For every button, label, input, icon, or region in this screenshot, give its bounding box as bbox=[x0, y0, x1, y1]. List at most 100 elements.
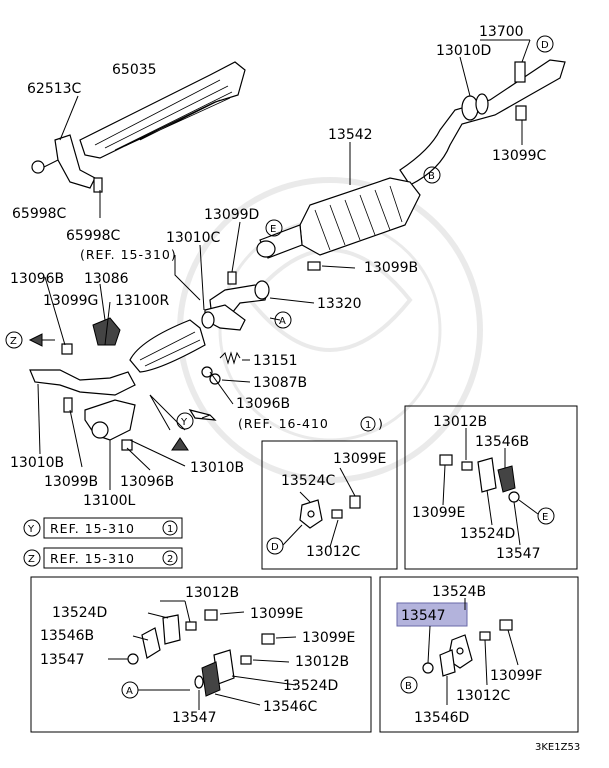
highlight-13547 bbox=[396, 602, 468, 627]
svg-text:A: A bbox=[126, 686, 133, 697]
hanger-13524D-bottom[interactable] bbox=[162, 614, 181, 645]
bolt-13099D[interactable] bbox=[227, 271, 237, 285]
label-13087B: 13087B bbox=[253, 375, 307, 391]
label-13096B-mid: 13096B bbox=[236, 396, 290, 412]
ref-16-410[interactable]: (REF. 16-410 bbox=[238, 416, 329, 431]
bracket-62513C[interactable] bbox=[54, 134, 96, 189]
bolt-13099F[interactable] bbox=[499, 619, 513, 631]
gasket-13096B-bottom[interactable] bbox=[121, 439, 133, 451]
spring-13151[interactable] bbox=[219, 351, 241, 365]
svg-text:A: A bbox=[279, 316, 286, 327]
manifold-13100L[interactable] bbox=[84, 399, 136, 441]
label-13010B-left: 13010B bbox=[10, 455, 64, 471]
ref-box-y[interactable]: Y REF. 15-310 1 bbox=[23, 517, 183, 539]
svg-text:): ) bbox=[378, 416, 384, 431]
gasket-13099B-left[interactable] bbox=[63, 397, 73, 413]
label-mid-13099E: 13099E bbox=[333, 451, 386, 467]
bushing-13012B-right[interactable] bbox=[461, 461, 473, 471]
bracket-13546B-right[interactable] bbox=[497, 465, 516, 493]
label-13099D: 13099D bbox=[204, 207, 259, 223]
label-right-13524D: 13524D bbox=[460, 526, 515, 542]
marker-e-top: E bbox=[265, 219, 283, 237]
washer-13547-bottom-b[interactable] bbox=[194, 675, 204, 689]
label-right-13546B: 13546B bbox=[475, 434, 529, 450]
marker-e-right: E bbox=[537, 507, 555, 525]
bracket-13546B-bottom[interactable] bbox=[141, 627, 161, 659]
hanger-13524D-right[interactable] bbox=[477, 457, 497, 493]
label-13096B: 13096B bbox=[10, 271, 64, 287]
heat-shield-65035[interactable] bbox=[79, 61, 246, 159]
svg-text:Z: Z bbox=[10, 336, 17, 347]
ref-16-410-number: 1 bbox=[365, 420, 371, 431]
front-pipe-13320[interactable] bbox=[204, 280, 270, 331]
marker-a-bottom: A bbox=[121, 681, 139, 699]
sensor-ref-16-410[interactable] bbox=[188, 409, 217, 421]
detail-box-bottom-left bbox=[30, 576, 372, 733]
washer-13547-bottom-a[interactable] bbox=[127, 653, 139, 665]
washer-13547-right[interactable] bbox=[508, 491, 520, 503]
marker-y-main: Y bbox=[176, 412, 194, 430]
label-13086: 13086 bbox=[84, 271, 129, 287]
marker-d-mid: D bbox=[266, 537, 284, 555]
label-bl-13524D-b: 13524D bbox=[283, 678, 338, 694]
bolt-65998C-bottom[interactable] bbox=[93, 177, 103, 193]
label-bl-13547-a: 13547 bbox=[40, 652, 85, 668]
ref-z-text: REF. 15-310 bbox=[50, 551, 135, 566]
label-13010C: 13010C bbox=[166, 230, 221, 246]
svg-text:Y: Y bbox=[180, 417, 188, 428]
bolt-13099E-right[interactable] bbox=[439, 454, 453, 466]
bushing-13012B-bottom-b[interactable] bbox=[240, 655, 252, 665]
nut-13087B[interactable] bbox=[201, 366, 221, 385]
bolt-65998C-left[interactable] bbox=[31, 159, 59, 174]
label-right-13012B: 13012B bbox=[433, 414, 487, 430]
gasket-13010D[interactable] bbox=[461, 93, 489, 121]
tail-pipe-13700[interactable] bbox=[399, 59, 566, 186]
bracket-13546C[interactable] bbox=[201, 661, 221, 697]
label-13700: 13700 bbox=[479, 24, 524, 40]
svg-text:D: D bbox=[541, 40, 549, 51]
label-bl-13546C: 13546C bbox=[263, 699, 318, 715]
bushing-13012C-br[interactable] bbox=[479, 631, 491, 641]
label-13320: 13320 bbox=[317, 296, 362, 312]
washer-13547-highlight-part[interactable] bbox=[422, 662, 434, 674]
label-13010D: 13010D bbox=[436, 43, 491, 59]
gasket-13099B-top[interactable] bbox=[256, 240, 321, 271]
leader-lines bbox=[28, 39, 531, 490]
ref-y-text: REF. 15-310 bbox=[50, 521, 135, 536]
svg-text:B: B bbox=[428, 171, 435, 182]
label-bl-13547-b: 13547 bbox=[172, 710, 217, 726]
label-right-13099E: 13099E bbox=[412, 505, 465, 521]
label-bl-13099E-b: 13099E bbox=[302, 630, 355, 646]
gasket-13010C[interactable] bbox=[201, 311, 215, 329]
label-13100L: 13100L bbox=[83, 493, 136, 509]
bushing-13012C-mid[interactable] bbox=[331, 509, 343, 519]
label-13010B-right: 13010B bbox=[190, 460, 244, 476]
bracket-13546D[interactable] bbox=[439, 649, 456, 677]
bolt-13099E-bottom-b[interactable] bbox=[261, 633, 275, 645]
svg-text:D: D bbox=[271, 542, 279, 553]
label-br-13547-highlight[interactable]: 13547 bbox=[401, 608, 446, 624]
gasket-13096B-left[interactable] bbox=[61, 343, 73, 355]
svg-text:B: B bbox=[405, 681, 412, 692]
ref-15-310-top[interactable]: (REF. 15-310) bbox=[80, 247, 177, 262]
label-right-13547: 13547 bbox=[496, 546, 541, 562]
bolt-13099E-bottom-a[interactable] bbox=[204, 609, 218, 621]
bolt-13099E-mid[interactable] bbox=[349, 495, 361, 509]
label-br-13099F: 13099F bbox=[490, 668, 543, 684]
label-13096B-bottom: 13096B bbox=[120, 474, 174, 490]
label-13099B-left: 13099B bbox=[44, 474, 98, 490]
bushing-13012B-bottom[interactable] bbox=[185, 621, 197, 631]
label-br-13524B: 13524B bbox=[432, 584, 486, 600]
label-br-13012C: 13012C bbox=[456, 688, 511, 704]
bolt-13099C[interactable] bbox=[515, 105, 527, 121]
label-13542: 13542 bbox=[328, 127, 373, 143]
catalytic-converter[interactable] bbox=[129, 319, 206, 373]
label-13099C: 13099C bbox=[492, 148, 547, 164]
hanger-13524C[interactable] bbox=[299, 499, 323, 529]
label-13100R: 13100R bbox=[115, 293, 170, 309]
ref-box-z[interactable]: Z REF. 15-310 2 bbox=[23, 547, 183, 569]
svg-text:Y: Y bbox=[27, 524, 35, 535]
svg-text:2: 2 bbox=[167, 554, 173, 565]
manifold-13100R[interactable] bbox=[29, 369, 136, 396]
